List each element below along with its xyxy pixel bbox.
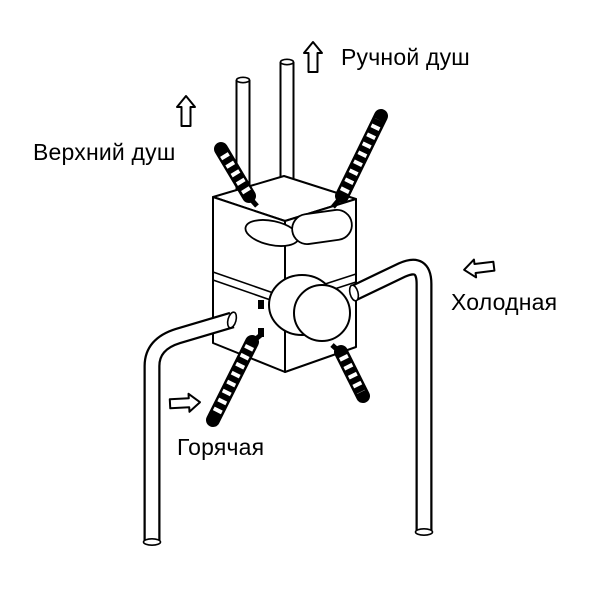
cold-water-label: Холодная — [451, 289, 558, 315]
hot-water-arrow-icon — [168, 392, 201, 413]
hot-water-label: Горячая — [177, 434, 265, 460]
handle-top-right — [331, 109, 388, 209]
hot-water-pipe — [142, 311, 238, 546]
handle-top-left — [214, 142, 259, 208]
handle-bottom-right — [330, 343, 370, 403]
overhead-shower-label: Верхний душ — [33, 139, 176, 165]
handle-bottom-left — [206, 332, 264, 427]
cold-water-arrow-icon — [463, 258, 496, 279]
overhead-shower-arrow-icon — [176, 95, 196, 127]
cold-water-pipe — [348, 258, 434, 536]
hand-shower-label: Ручной душ — [341, 44, 470, 70]
diverter-knob — [268, 274, 351, 342]
hand-shower-arrow-icon — [303, 41, 323, 73]
